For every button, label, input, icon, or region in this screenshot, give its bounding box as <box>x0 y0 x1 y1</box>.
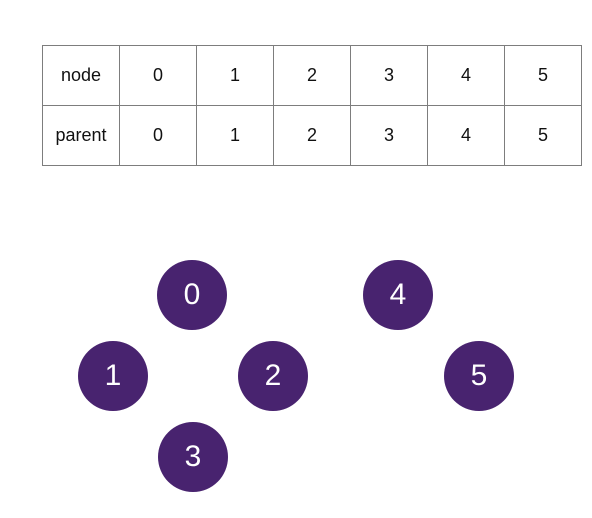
graph-node-5: 5 <box>444 341 514 411</box>
parent-cell-3: 3 <box>350 105 428 166</box>
parent-cell-2: 2 <box>273 105 351 166</box>
parent-cell-1: 1 <box>196 105 274 166</box>
parent-array-table: node 0 1 2 3 4 5 parent 0 1 2 3 4 5 <box>42 45 582 166</box>
node-cell-0: 0 <box>119 45 197 106</box>
graph-node-2: 2 <box>238 341 308 411</box>
graph-node-0: 0 <box>157 260 227 330</box>
graph-node-3: 3 <box>158 422 228 492</box>
parent-row-label: parent <box>42 105 120 166</box>
parent-row: parent 0 1 2 3 4 5 <box>42 105 582 166</box>
graph-node-1: 1 <box>78 341 148 411</box>
parent-cell-0: 0 <box>119 105 197 166</box>
node-cell-2: 2 <box>273 45 351 106</box>
node-row-label: node <box>42 45 120 106</box>
parent-cell-4: 4 <box>427 105 505 166</box>
node-cell-1: 1 <box>196 45 274 106</box>
graph-node-4: 4 <box>363 260 433 330</box>
node-cell-3: 3 <box>350 45 428 106</box>
node-cell-5: 5 <box>504 45 582 106</box>
node-cell-4: 4 <box>427 45 505 106</box>
parent-cell-5: 5 <box>504 105 582 166</box>
node-row: node 0 1 2 3 4 5 <box>42 45 582 106</box>
